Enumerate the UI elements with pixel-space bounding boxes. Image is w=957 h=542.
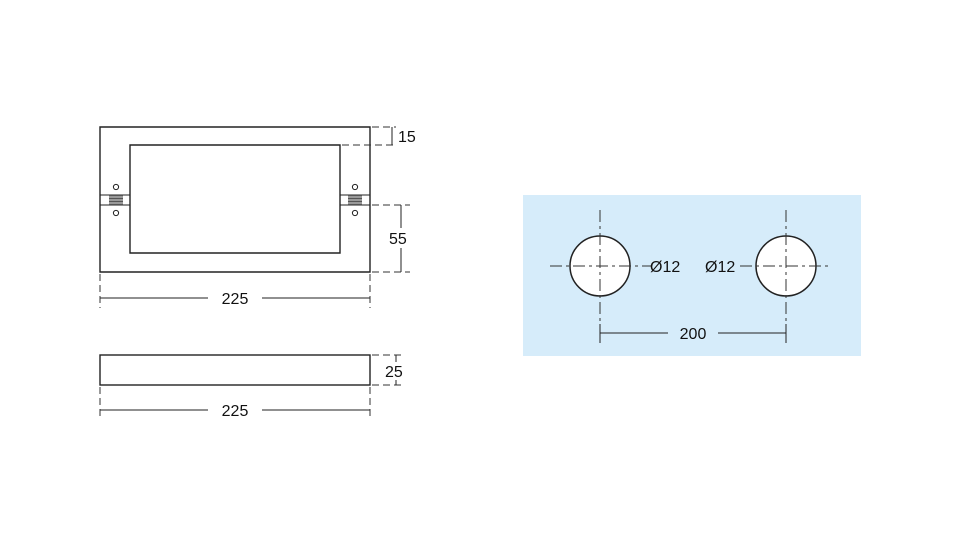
- left-standoff-thread: [109, 195, 123, 205]
- side-view: 25 225: [99, 354, 409, 420]
- dim-label-200: 200: [680, 326, 707, 343]
- handle-inner-outline: [129, 144, 341, 254]
- screw-hole-icon: [112, 209, 120, 217]
- screw-hole-icon: [112, 183, 120, 191]
- dim-label-15: 15: [398, 129, 416, 146]
- dimension-front-top-thickness: 15: [342, 126, 416, 146]
- dimension-hole-spacing: 200: [599, 324, 787, 343]
- dim-label-225-side: 225: [222, 403, 249, 420]
- handle-outline: [99, 126, 371, 273]
- dim-label-diameter-left: Ø12: [650, 259, 680, 276]
- dim-label-diameter-right: Ø12: [705, 259, 735, 276]
- dim-label-55: 55: [389, 231, 407, 248]
- handle-side-outline: [99, 354, 371, 386]
- dim-label-25: 25: [385, 364, 403, 381]
- front-view: 15 55 225: [99, 126, 416, 308]
- drilling-template: Ø12 Ø12 200: [523, 195, 861, 356]
- dimension-front-leg-height: 55: [372, 204, 416, 273]
- screw-hole-icon: [351, 209, 359, 217]
- dim-label-225-front: 225: [222, 291, 249, 308]
- dimension-front-width: 225: [99, 274, 371, 308]
- screw-hole-icon: [351, 183, 359, 191]
- right-standoff-thread: [348, 195, 362, 205]
- dimension-side-height: 25: [372, 354, 409, 386]
- dimension-side-width: 225: [99, 387, 371, 420]
